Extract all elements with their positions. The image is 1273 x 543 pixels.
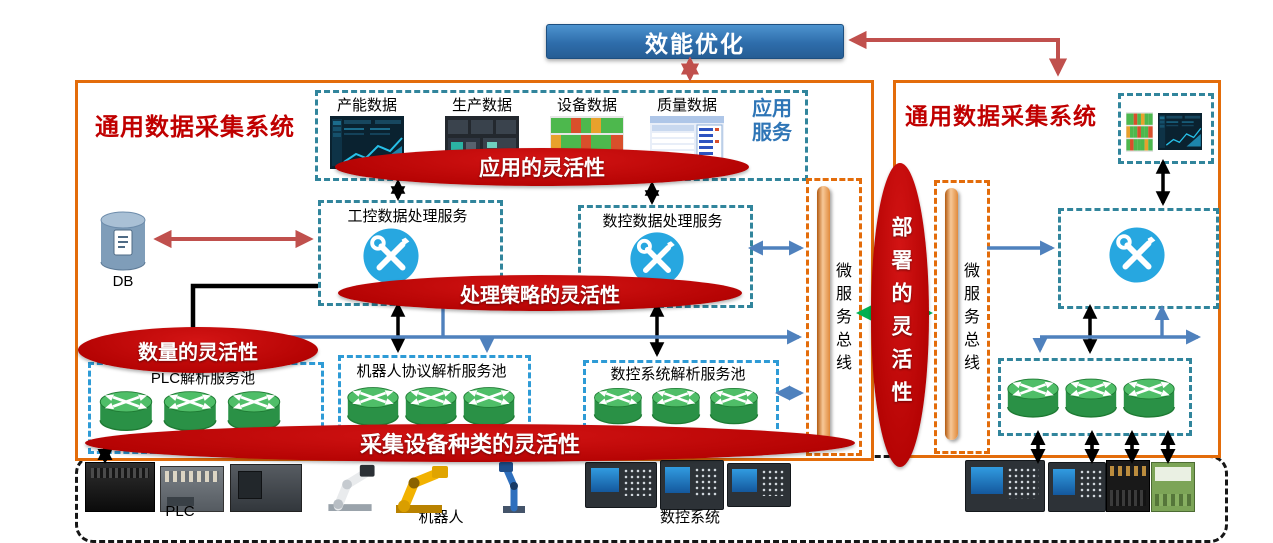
robot-protocol-parsing-pool-label: 机器人协议解析服务池 xyxy=(356,363,507,380)
flexibility-quantity-ellipse: 数量的灵活性 xyxy=(78,327,318,373)
router-icon xyxy=(346,384,400,429)
left-microservice-bus-box xyxy=(806,178,862,456)
equipment-status-mini-screenshot xyxy=(1126,112,1153,152)
left-system-title: 通用数据采集系统 xyxy=(95,114,295,141)
right-microservice-bus-bar xyxy=(945,188,958,440)
right-system-title: 通用数据采集系统 xyxy=(905,103,1097,129)
left-microservice-bus-bar xyxy=(817,186,830,442)
cnc-data-processing-service-label: 数控数据处理服务 xyxy=(602,213,723,230)
capacity-dashboard-screenshot xyxy=(330,116,404,169)
router-icon xyxy=(592,385,644,427)
plc-device-image xyxy=(85,462,155,512)
cnc-panel-image xyxy=(1048,462,1106,512)
equipment-data-label: 设备数据 xyxy=(556,97,617,114)
capacity-data-label: 产能数据 xyxy=(336,97,397,114)
router-icon xyxy=(98,388,154,434)
db-label: DB xyxy=(112,273,134,290)
plc-device-image xyxy=(230,464,302,512)
yellow-robot-image xyxy=(390,461,456,513)
blue-robot-image xyxy=(493,460,537,513)
tools-icon xyxy=(1108,226,1166,284)
cnc-panel-image xyxy=(727,463,791,507)
terminal-module-image xyxy=(1151,462,1195,512)
router-icon xyxy=(650,385,702,427)
application-service-label: 应用服务 xyxy=(752,98,792,144)
cnc-devices-label: 数控系统 xyxy=(659,509,720,526)
router-icon xyxy=(1122,375,1176,421)
cnc-panel-image xyxy=(585,462,657,508)
industrial-data-processing-service-label: 工控数据处理服务 xyxy=(347,208,468,225)
robot-devices-label: 机器人 xyxy=(418,509,464,526)
capacity-dashboard-mini-screenshot xyxy=(1158,113,1202,150)
router-icon xyxy=(162,388,218,434)
database-cylinder-icon xyxy=(97,210,149,272)
tools-icon xyxy=(629,231,685,287)
router-icon xyxy=(404,384,458,429)
right-microservice-bus-box xyxy=(934,180,990,454)
right-microservice-bus-label: 微服务总线 xyxy=(961,262,978,377)
router-icon xyxy=(708,385,760,427)
flexibility-deployment-ellipse: 部署的灵活性 xyxy=(871,163,929,467)
plc-device-image xyxy=(160,466,224,512)
cnc-panel-image xyxy=(965,460,1045,512)
flexibility-strategy-ellipse: 处理策略的灵活性 xyxy=(338,275,742,311)
quality-data-label: 质量数据 xyxy=(656,97,717,114)
tools-icon xyxy=(362,227,420,285)
production-data-label: 生产数据 xyxy=(451,97,512,114)
plc-devices-label: PLC xyxy=(165,503,195,520)
left-microservice-bus-label: 微服务总线 xyxy=(833,262,850,377)
flexibility-device-types-ellipse: 采集设备种类的灵活性 xyxy=(85,424,855,462)
efficiency-optimization-label: 效能优化 xyxy=(645,30,745,57)
router-icon xyxy=(1006,375,1060,421)
io-module-image xyxy=(1106,460,1150,512)
cnc-panel-image xyxy=(660,460,724,510)
cnc-system-parsing-pool-label: 数控系统解析服务池 xyxy=(610,366,746,383)
router-icon xyxy=(1064,375,1118,421)
white-robot-image xyxy=(320,457,380,512)
router-icon xyxy=(462,384,516,429)
right-processing-service-box xyxy=(1058,208,1219,309)
efficiency-optimization-box: 效能优化 xyxy=(546,24,844,59)
plc-parsing-pool-label: PLC解析服务池 xyxy=(150,370,256,387)
flexibility-application-ellipse: 应用的灵活性 xyxy=(335,148,749,186)
